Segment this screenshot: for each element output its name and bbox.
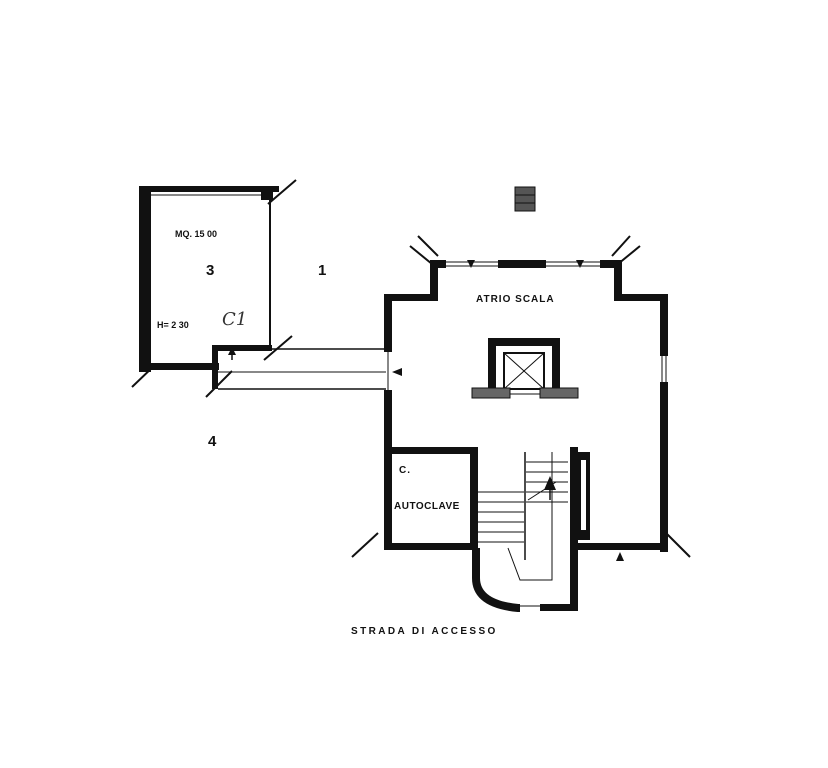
hall-left-recess-wall: [430, 260, 438, 300]
hall-left-step-wall: [384, 294, 438, 301]
room-3-left-wall: [139, 186, 151, 372]
street-label: STRADA DI ACCESSO: [351, 626, 498, 637]
hall-top-wall-mid: [498, 260, 546, 268]
elevator-car-cross-b: [503, 352, 545, 390]
autoclave-label: AUTOCLAVE: [394, 501, 460, 512]
corridor-break-a: [263, 335, 293, 361]
room-3-corner-pillar: [261, 186, 273, 200]
elevator: [471, 338, 579, 399]
autoclave-right-wall: [470, 447, 478, 550]
hall-break-bottom-right: [665, 532, 691, 558]
room-3-break-top: [267, 179, 297, 205]
hall-break-top-right: [617, 245, 641, 265]
room-3-break-bottom: [131, 363, 157, 388]
elevator-shaft-top: [488, 338, 560, 346]
room-3: [131, 179, 297, 388]
elevator-shaft-left: [488, 338, 496, 388]
hall-bottom-wall-left: [384, 543, 476, 550]
stair-up-arrow-icon: [544, 476, 556, 490]
hall-right-wall-upper: [660, 294, 668, 356]
room-3-height-label: H= 2 30: [157, 320, 189, 330]
room-3-area-label: MQ. 15 00: [175, 229, 217, 239]
hall-right-recess-wall: [614, 260, 622, 300]
stair-landing: [507, 547, 553, 581]
window-arrow-right-icon: [576, 260, 584, 268]
autoclave-top-wall: [384, 447, 476, 454]
stair-right-wall: [570, 447, 578, 607]
hall-left-wall-upper: [384, 294, 392, 352]
unit-number-1: 1: [318, 262, 326, 279]
elevator-sill-right: [539, 387, 579, 399]
elevator-sill-left: [471, 387, 511, 399]
autoclave-prefix-label: C.: [399, 465, 411, 476]
hall-break-top-left: [409, 245, 433, 265]
entrance-arrow-icon: [616, 552, 624, 561]
stair-newel-inner: [581, 460, 586, 530]
room-3-top-wall: [139, 186, 279, 192]
corridor-break-b: [205, 370, 233, 398]
hall-break-bottom-left: [351, 532, 379, 558]
staircase: [472, 447, 590, 612]
stair-hall: [351, 235, 691, 561]
hall-break-top-left-b: [417, 235, 439, 257]
hall-right-wall-lower: [660, 382, 668, 552]
room-3-annotation: C1: [222, 309, 247, 330]
corridor: [205, 335, 386, 398]
hall-right-step-wall: [614, 294, 668, 301]
stair-curved-wall: [472, 548, 520, 612]
autoclave-room: [384, 447, 478, 550]
hall-left-wall-lower: [384, 390, 392, 550]
elevator-car: [503, 352, 545, 390]
hatched-pillar: [514, 186, 536, 212]
room-3-number: 3: [206, 262, 214, 279]
stair-steps: [478, 461, 568, 543]
unit-number-4: 4: [208, 433, 217, 450]
corridor-left-wall: [212, 345, 218, 389]
elevator-shaft-right: [552, 338, 560, 388]
door-arrow-icon: [392, 368, 402, 376]
corridor-box-wall: [212, 345, 272, 351]
atrio-scala-label: ATRIO SCALA: [476, 294, 555, 305]
room-3-bottom-wall: [139, 363, 219, 370]
hall-break-top-right-b: [611, 235, 631, 257]
corridor-arrow-icon: [228, 347, 236, 355]
hall-top-wall-right: [600, 260, 618, 268]
window-arrow-left-icon: [467, 260, 475, 268]
stair-bottom-wall: [540, 604, 578, 611]
